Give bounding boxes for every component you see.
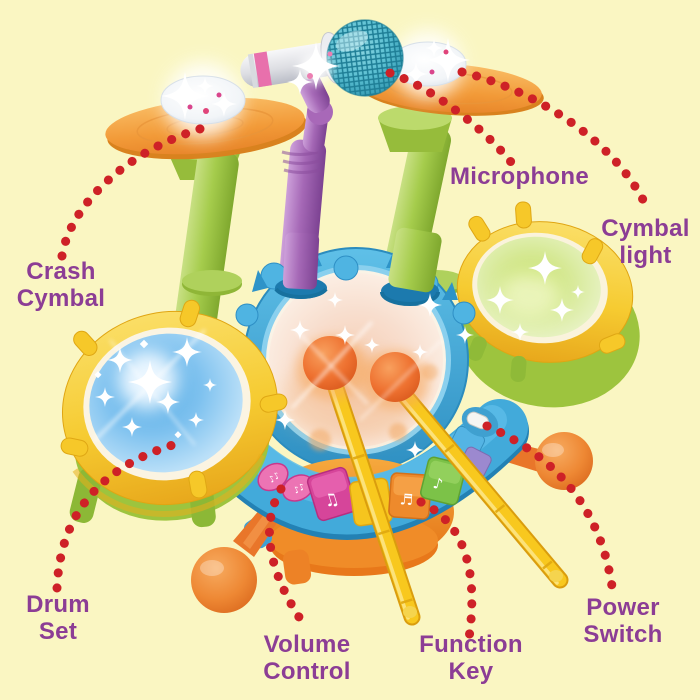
mic-sparkle	[287, 42, 340, 95]
svg-text:♫: ♫	[321, 489, 341, 513]
drumstick-left	[327, 379, 421, 626]
callout-microphone: Microphone	[450, 163, 589, 190]
leader-cymbal-light	[457, 67, 653, 215]
mic-head	[326, 19, 404, 97]
microphone	[240, 19, 404, 97]
callout-crash-cymbal: Crash Cymbal	[16, 258, 106, 312]
left-drum-sparkles	[94, 329, 217, 446]
leader-power-switch	[482, 421, 618, 599]
volume-buttons: ♪♪ ♪♪	[257, 462, 314, 502]
cymbal-light-right	[389, 30, 470, 98]
drumstick-tips	[291, 321, 443, 421]
function-keys: ♫ ♬ ♪	[306, 425, 492, 527]
leader-crash-cymbal	[57, 121, 215, 261]
svg-text:♬: ♬	[399, 490, 414, 509]
callout-volume-control: Volume Control	[263, 631, 351, 685]
callout-cymbal-light: Cymbal light	[601, 215, 690, 269]
leader-microphone	[385, 68, 516, 167]
leader-lines	[52, 67, 653, 643]
svg-text:♪: ♪	[431, 474, 445, 494]
svg-text:♪♪: ♪♪	[292, 482, 307, 496]
leader-function-key	[416, 497, 477, 643]
callout-drum-set: Drum Set	[26, 591, 90, 645]
drumstick-right	[393, 383, 569, 589]
cymbal-light-left	[160, 62, 246, 138]
leader-volume-control	[264, 484, 304, 622]
callout-power-switch: Power Switch	[583, 594, 663, 648]
right-drum	[456, 201, 640, 408]
callout-function-key: Function Key	[419, 631, 523, 685]
